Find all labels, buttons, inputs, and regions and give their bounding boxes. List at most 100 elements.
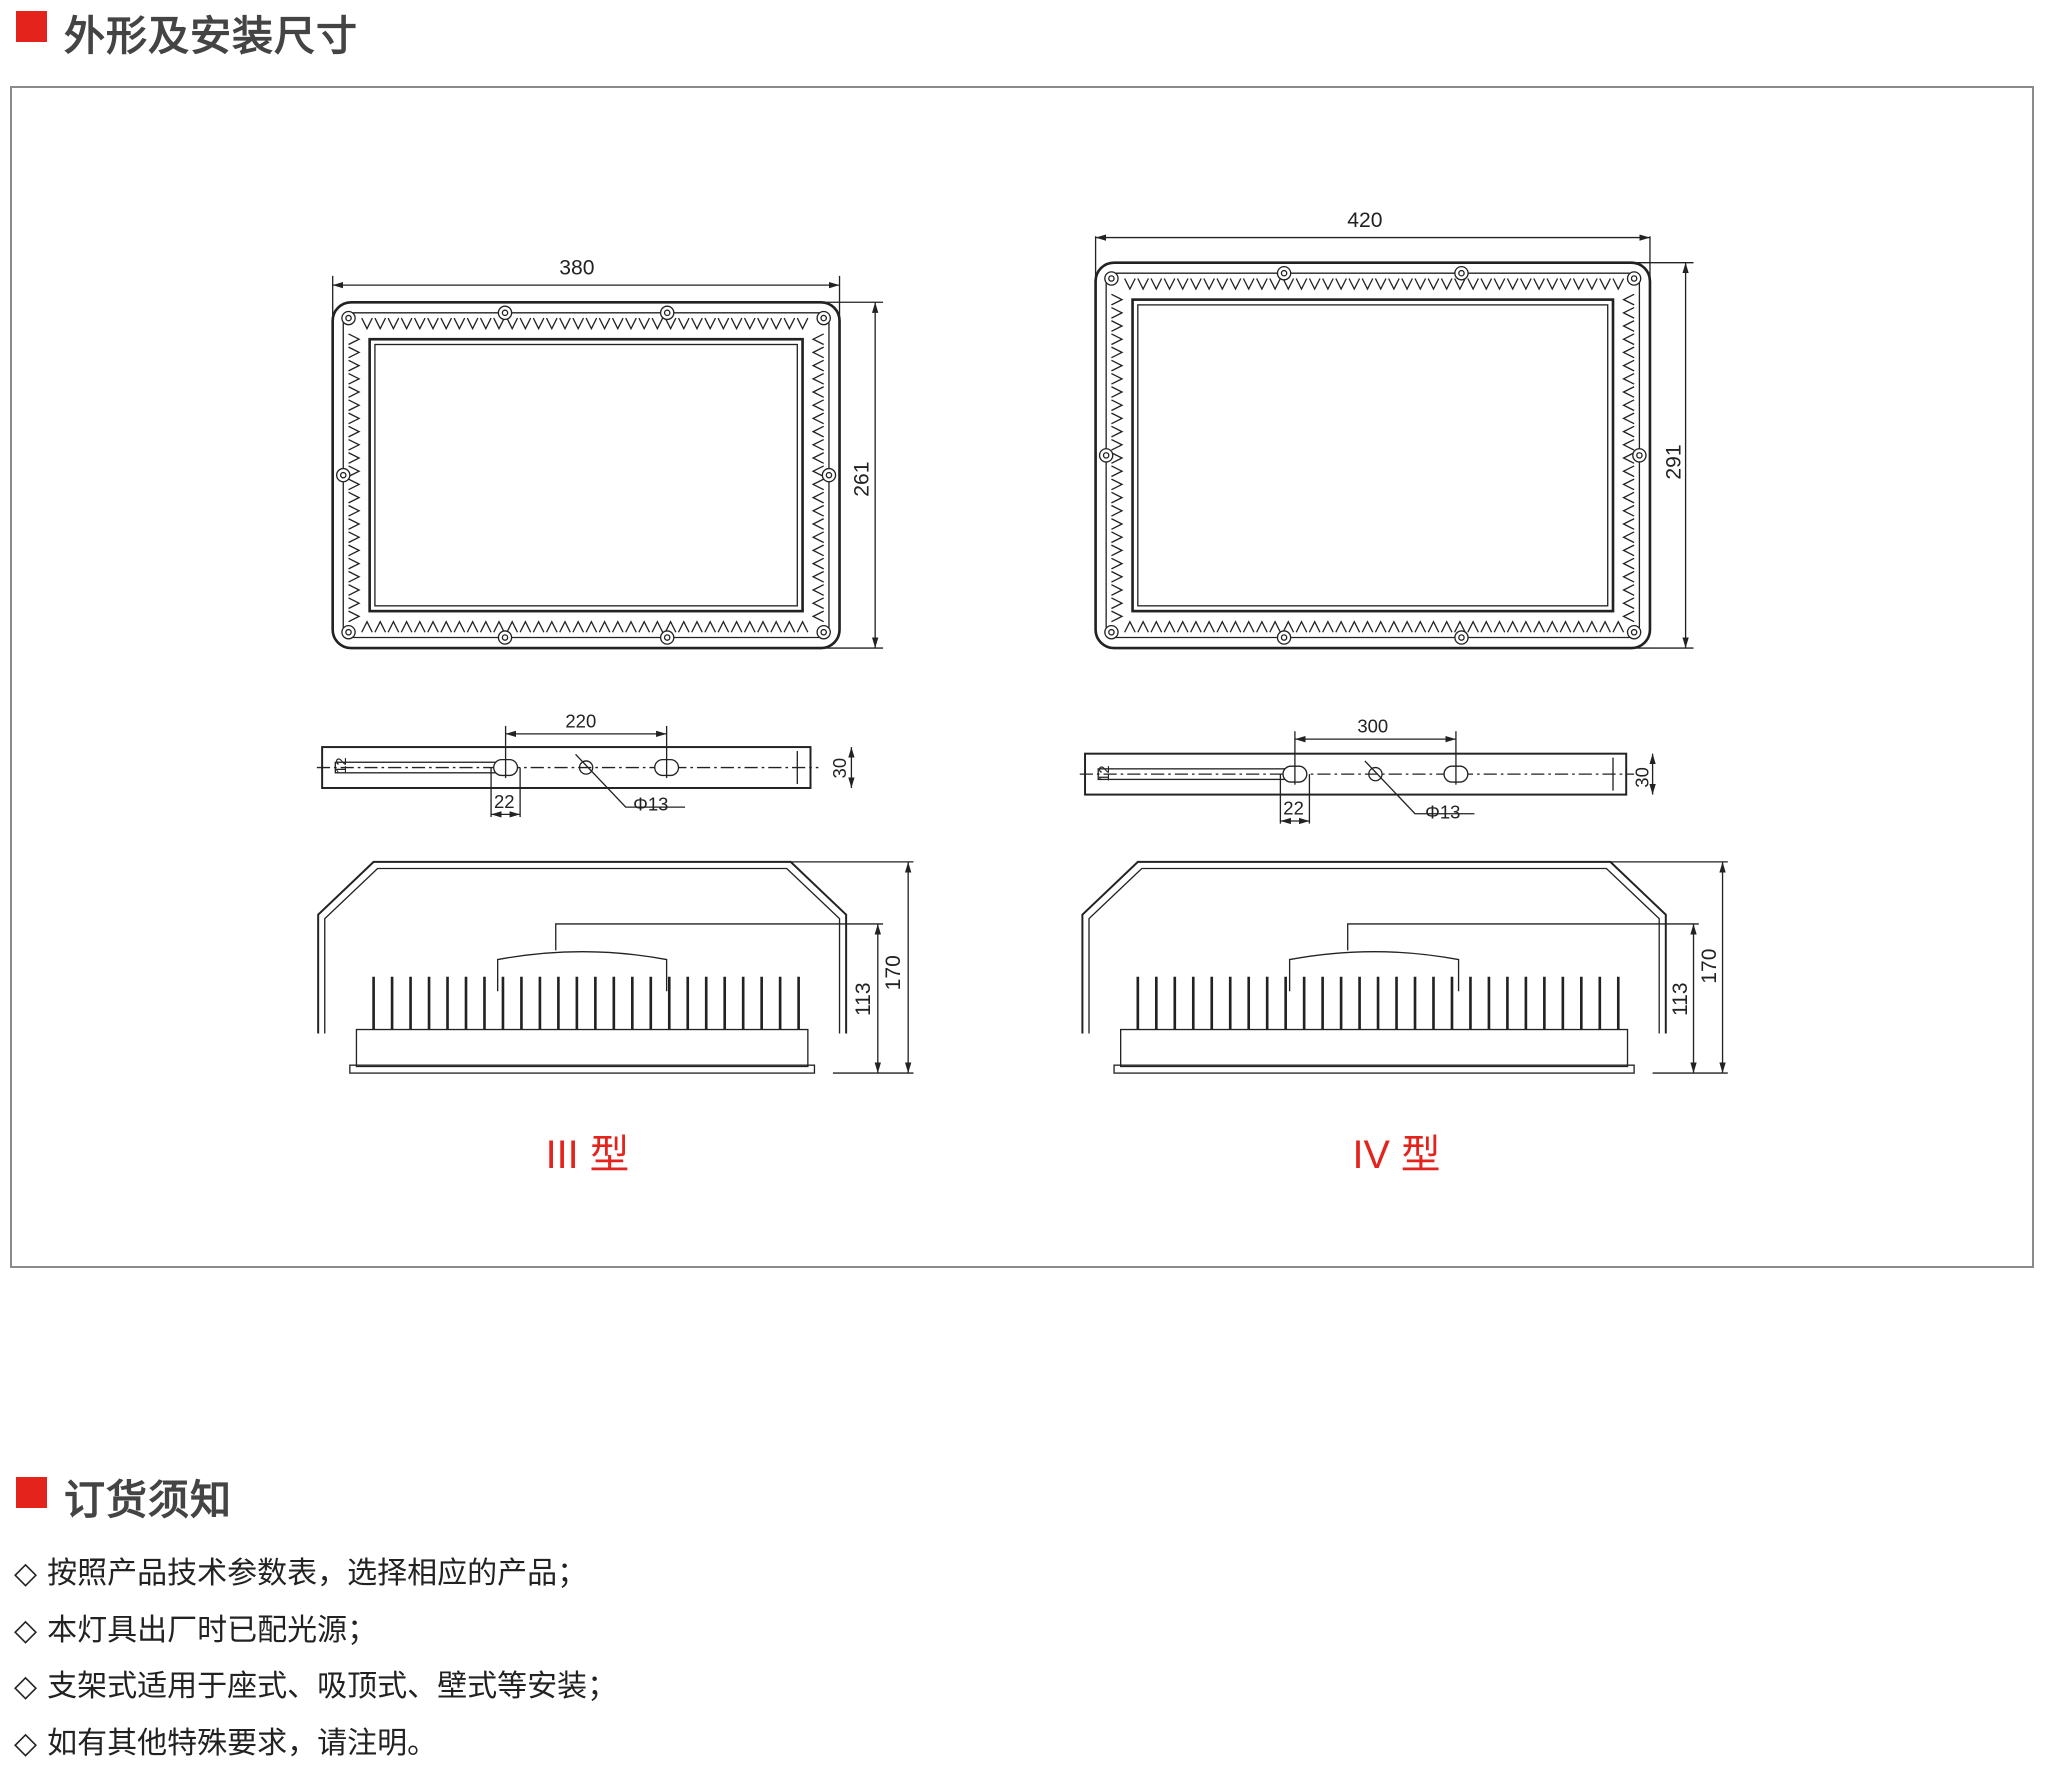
fin-mark xyxy=(506,317,519,331)
fin-mark xyxy=(811,372,824,385)
fin-mark xyxy=(677,317,690,331)
screw-icon xyxy=(820,628,827,636)
fin-mark xyxy=(730,620,743,633)
mounting-hole xyxy=(578,760,594,775)
section-title-ordering: 订货须知 xyxy=(64,1476,232,1524)
diamond-bullet-icon: ◇ xyxy=(14,1726,38,1761)
fin-mark xyxy=(1454,278,1466,291)
screw-icon xyxy=(816,624,831,640)
fin-mark xyxy=(427,620,439,633)
fin-mark xyxy=(1137,278,1149,291)
screw-icon xyxy=(1276,630,1292,645)
screw-icon xyxy=(1632,448,1647,463)
body-base xyxy=(1120,1028,1629,1068)
fin-mark xyxy=(1111,386,1124,398)
fin-mark xyxy=(1622,544,1635,557)
notice-text: 按照产品技术参数表，选择相应的产品； xyxy=(47,1556,588,1591)
fin-mark xyxy=(1586,620,1598,633)
screw-icon xyxy=(1458,634,1465,641)
fin-mark xyxy=(783,620,796,633)
fin-mark xyxy=(1322,620,1334,633)
fin-mark xyxy=(1467,278,1479,291)
fin-mark xyxy=(730,317,743,331)
fin-mark xyxy=(1622,359,1635,372)
fin-mark xyxy=(1111,399,1124,412)
fin-mark xyxy=(811,465,824,478)
fin-mark xyxy=(1388,278,1400,291)
fin-mark xyxy=(743,620,756,633)
fin-mark xyxy=(453,620,466,633)
hole-label: Φ13 xyxy=(1425,801,1460,822)
fin-mark xyxy=(651,317,664,331)
notice-text: 本灯具出厂时已配光源； xyxy=(47,1613,378,1648)
fin-mark xyxy=(506,620,519,633)
fin-mark xyxy=(611,317,624,331)
fin-mark xyxy=(811,570,824,583)
fin-mark xyxy=(691,317,703,331)
screw-icon xyxy=(1454,630,1469,645)
bracket-side xyxy=(317,860,848,1034)
fin-mark xyxy=(374,317,387,331)
fin-mark xyxy=(1493,278,1506,291)
fin-mark xyxy=(1427,278,1440,291)
fin-mark xyxy=(1308,278,1321,291)
fin-mark xyxy=(1269,620,1281,633)
section-marker xyxy=(16,1477,47,1508)
housing-outline xyxy=(331,300,841,650)
fin-mark xyxy=(387,620,400,633)
fin-mark xyxy=(1622,478,1635,491)
fin-mark xyxy=(1506,278,1519,291)
fin-mark xyxy=(1111,597,1124,610)
fin-mark xyxy=(1586,278,1598,291)
fin-mark xyxy=(1622,346,1635,359)
fin-mark xyxy=(545,620,558,633)
housing-inner-outline xyxy=(342,312,830,639)
screw-icon xyxy=(345,314,352,322)
screw-icon xyxy=(1280,269,1288,277)
fin-mark xyxy=(1111,425,1124,438)
fin-mark xyxy=(1388,620,1400,633)
fin-mark xyxy=(1520,278,1532,291)
slot-height-label: 12 xyxy=(1097,765,1113,781)
leader-line xyxy=(575,753,686,808)
section-title-dimensions: 外形及安装尺寸 xyxy=(64,12,358,60)
fin-mark xyxy=(1467,620,1479,633)
screw-icon xyxy=(497,305,513,321)
screw-icon xyxy=(1104,624,1119,640)
fin-mark xyxy=(1111,544,1124,557)
notice-item: ◇本灯具出厂时已配光源； xyxy=(14,1605,377,1649)
fin-mark xyxy=(1599,278,1611,291)
fin-mark xyxy=(585,317,598,331)
screw-icon xyxy=(663,634,671,641)
fin-mark xyxy=(400,620,413,633)
fin-mark xyxy=(1111,333,1124,346)
fin-mark xyxy=(796,317,809,331)
fin-mark xyxy=(348,504,361,517)
fin-mark xyxy=(1572,278,1585,291)
fin-mark xyxy=(811,597,824,610)
fin-mark xyxy=(1622,293,1635,306)
fin-mark xyxy=(811,504,824,517)
fin-mark xyxy=(1622,399,1635,412)
screw-icon xyxy=(1098,448,1114,463)
fin-mark xyxy=(811,438,824,451)
fin-mark xyxy=(348,452,361,464)
width-label: 420 xyxy=(1347,209,1382,232)
fin-mark xyxy=(691,620,703,633)
screw-icon xyxy=(341,624,356,640)
housing-inner-outline xyxy=(1105,272,1641,639)
fin-mark xyxy=(1335,620,1347,633)
fin-mark xyxy=(348,333,361,346)
fin-mark xyxy=(1111,359,1124,372)
fin-mark xyxy=(1137,620,1149,633)
notice-text: 如有其他特殊要求，请注明。 xyxy=(47,1726,438,1761)
screw-icon xyxy=(816,310,831,326)
screw-icon xyxy=(339,471,347,479)
fin-mark xyxy=(811,531,824,544)
fin-mark xyxy=(1111,465,1124,478)
fin-mark xyxy=(1622,452,1635,464)
fin-mark xyxy=(1203,278,1215,291)
fin-mark xyxy=(1622,425,1635,438)
fin-mark xyxy=(1559,620,1572,633)
